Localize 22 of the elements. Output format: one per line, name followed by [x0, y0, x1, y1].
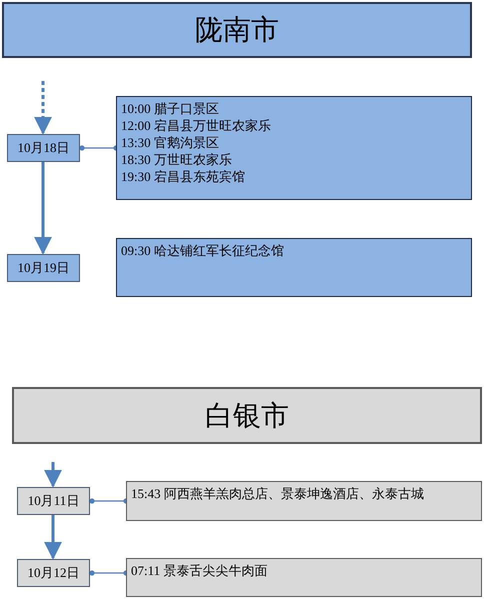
itinerary-entry: 15:43 阿西燕羊羔肉总店、景泰坤逸酒店、永泰古城 — [131, 485, 425, 502]
itinerary-entry: 12:00 宕昌县万世旺农家乐 — [121, 117, 272, 134]
itinerary-box — [116, 96, 472, 200]
itinerary-entry: 09:30 哈达铺红军长征纪念馆 — [121, 242, 285, 259]
arrow — [34, 81, 52, 135]
arrow — [44, 462, 62, 488]
itinerary-entry: 18:30 万世旺农家乐 — [121, 151, 233, 168]
date-box: 10月11日 — [17, 487, 90, 515]
city-header-box: 白银市 — [12, 387, 482, 444]
date-box: 10月18日 — [7, 134, 80, 162]
itinerary-entry: 19:30 宕昌县东苑宾馆 — [121, 168, 246, 185]
arrow — [44, 515, 62, 560]
itinerary-box — [126, 558, 482, 597]
date-box: 10月19日 — [7, 254, 80, 282]
itinerary-entry: 10:00 腊子口景区 — [121, 100, 220, 117]
city-header-box: 陇南市 — [2, 2, 472, 58]
itinerary-entry: 07:11 景泰舌尖尖牛肉面 — [131, 562, 268, 579]
itinerary-entry: 13:30 官鹅沟景区 — [121, 134, 220, 151]
itinerary-box — [116, 238, 472, 297]
arrow — [34, 162, 52, 255]
itinerary-box — [126, 481, 482, 521]
date-box: 10月12日 — [17, 559, 90, 587]
